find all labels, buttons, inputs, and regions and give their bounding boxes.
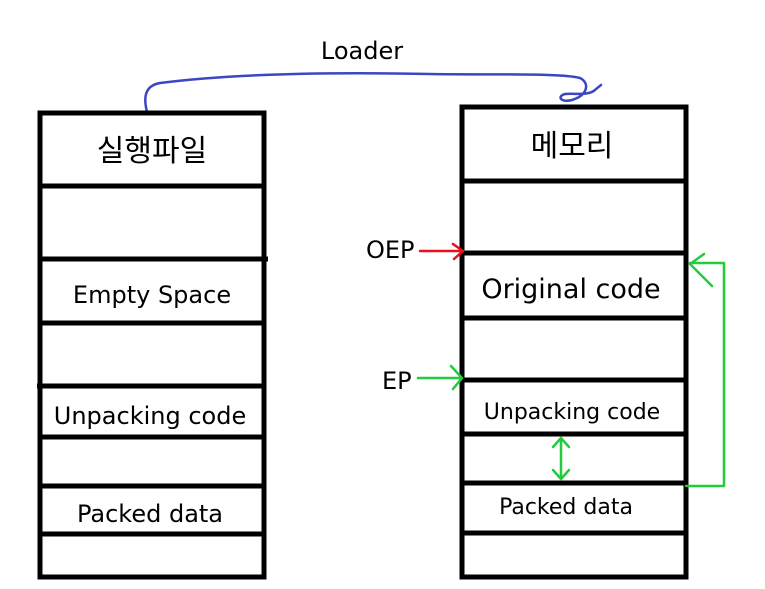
loader-label: Loader (321, 37, 403, 65)
executable-unpacking-code: Unpacking code (54, 402, 246, 430)
oep-label: OEP (366, 236, 415, 264)
executable-empty-space: Empty Space (73, 281, 231, 309)
ep-arrow (416, 364, 464, 391)
memory-stack-frame (459, 104, 689, 580)
memory-original-code: Original code (481, 274, 660, 305)
executable-stack-frame (37, 110, 267, 580)
executable-packed-data: Packed data (77, 500, 223, 528)
memory-header: 메모리 (531, 129, 614, 164)
oep-arrow (418, 242, 465, 261)
memory-stack: 메모리 Original code Unpacking code Packed … (459, 104, 689, 580)
restore-loop-arrow (684, 252, 726, 488)
ep-label: EP (382, 367, 412, 395)
executable-header: 실행파일 (97, 134, 207, 169)
executable-stack: 실행파일 Empty Space Unpacking code Packed d… (37, 110, 268, 580)
loader-arc (144, 72, 603, 114)
memory-unpacking-code: Unpacking code (484, 400, 660, 425)
memory-packed-data: Packed data (499, 495, 633, 520)
unpack-double-arrow (551, 436, 571, 481)
